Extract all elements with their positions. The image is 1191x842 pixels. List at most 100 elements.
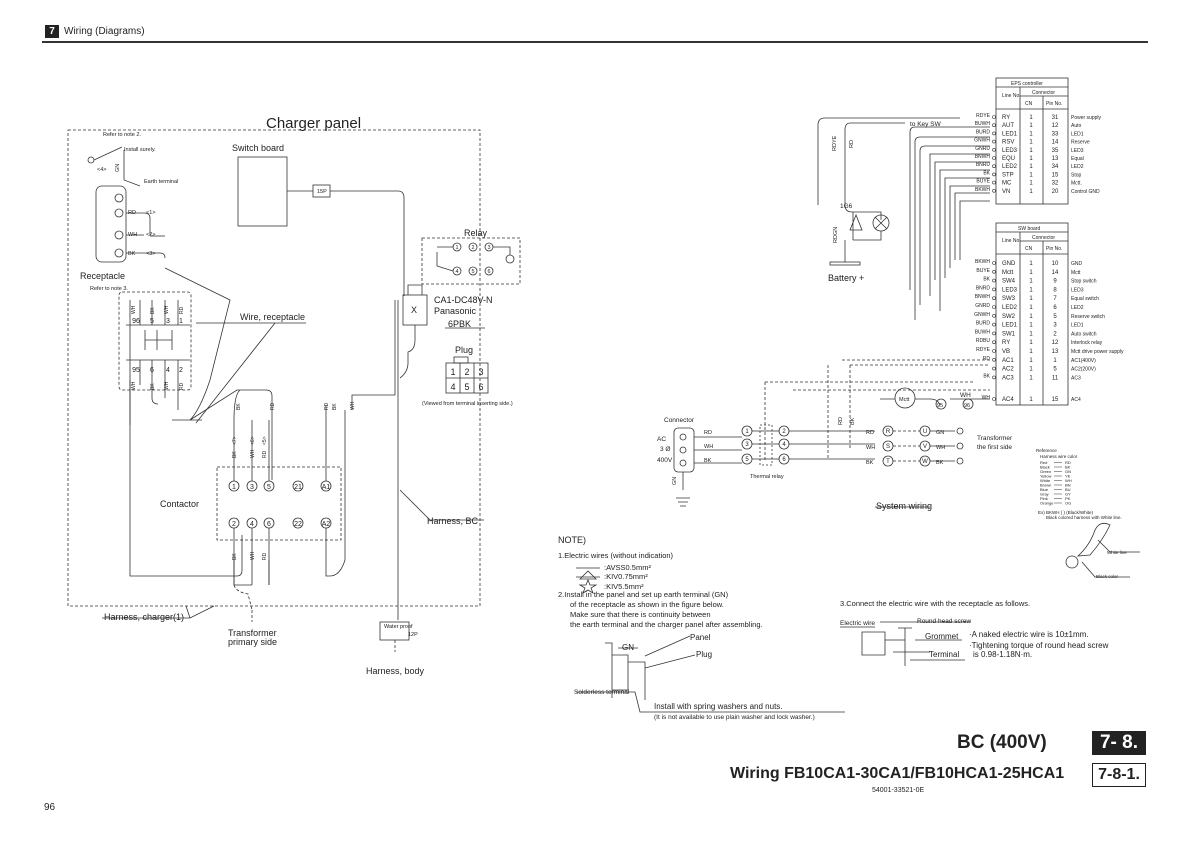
sw-row-terminal <box>992 397 996 401</box>
in-wire-1: RD <box>704 430 712 436</box>
sw-row-pin: 11 <box>1052 375 1059 381</box>
sw-row-terminal <box>992 305 996 309</box>
eps-row-pin: 35 <box>1052 148 1059 154</box>
uvw-u: U <box>923 429 927 435</box>
relay-pin-6: 6 <box>487 269 490 275</box>
fig3-text-3: is 0.98-1.18N·m. <box>973 650 1032 659</box>
sw-row-terminal <box>992 375 996 380</box>
cont-code-1: <7> <box>232 436 238 445</box>
eps-row-terminal <box>992 115 996 119</box>
ac-label: AC <box>657 436 666 443</box>
sw-row-line: LED2 <box>1002 305 1018 311</box>
wire-receptacle-label: Wire, receptacle <box>240 312 305 322</box>
sw-row-func: GND <box>1071 261 1083 267</box>
fig3-grommet: Grommet <box>925 632 959 641</box>
subsection-number: 7-8-1. <box>1092 763 1146 787</box>
eps-col-pin: Pin No. <box>1046 101 1062 107</box>
sw-row-cn: 1 <box>1029 261 1033 267</box>
reference-color-name: Blue <box>1040 487 1049 492</box>
note-item2-4: the earth terminal and the charger panel… <box>570 620 763 629</box>
sw-row-wire: BK <box>983 277 990 283</box>
cont-code-3: <5> <box>262 436 268 445</box>
cont-top-3: 3 <box>250 484 254 491</box>
eps-row-terminal <box>992 172 996 177</box>
sw-row-wire: BK <box>983 373 990 379</box>
relay-maker: Panasonic <box>434 306 477 316</box>
sw-row-func: AC4 <box>1071 397 1081 403</box>
fig2-panel: Panel <box>690 633 711 642</box>
sw-row-line: AC2 <box>1002 367 1014 373</box>
plug-note: (Viewed from terminal inserting side.) <box>422 401 513 407</box>
plug-pin-2: 2 <box>464 367 469 377</box>
sw-row-wire: GNRD <box>975 303 990 309</box>
eps-row-func: LED2 <box>1071 164 1084 170</box>
fig3-electric-wire: Electric wire <box>840 620 875 627</box>
sw-row-cn: 1 <box>1029 367 1033 373</box>
eps-row-terminal <box>992 139 996 144</box>
rst-t: T <box>886 459 890 465</box>
fig2-washers: Install with spring washers and nuts. <box>654 702 783 711</box>
side-wire-4: BK <box>332 403 338 410</box>
reference-color-code: BK <box>1065 465 1071 470</box>
earth-code: <4> <box>97 167 106 173</box>
bk-vert: BK <box>850 417 856 425</box>
eps-row-line: LED2 <box>1002 164 1018 170</box>
eps-row-func: Stop <box>1071 172 1082 178</box>
switch-board-label: Switch board <box>232 143 284 153</box>
sw-row-wire: BNRD <box>976 285 991 291</box>
sw-row-pin: 13 <box>1052 349 1059 355</box>
cont-bot-2: 2 <box>232 521 236 528</box>
rec-term-6: 6 <box>150 367 154 374</box>
sw-row-func: Auto switch <box>1071 331 1097 337</box>
sw-col-pin: Pin No. <box>1046 246 1062 252</box>
install-surely: Install surely. <box>124 147 156 153</box>
out-wire-1: RD <box>866 430 874 436</box>
eps-row-wire: BNWH <box>975 154 991 160</box>
cont-wire-bot-3: RD <box>262 552 268 560</box>
relay-pin-1: 1 <box>455 245 458 251</box>
sw-row-terminal <box>992 261 996 265</box>
eps-row-pin: 32 <box>1052 181 1059 187</box>
eps-row-line: MC <box>1002 181 1012 187</box>
voltage-label: 400V <box>657 457 673 464</box>
eps-row-cn: 1 <box>1029 123 1033 129</box>
eps-row-cn: 1 <box>1029 164 1033 170</box>
reference-color-code: OG <box>1065 501 1071 506</box>
sw-row-terminal <box>992 357 996 362</box>
cont-top-a1: A1 <box>322 484 331 491</box>
sw-row-cn: 1 <box>1029 331 1033 337</box>
plug-pin-3: 3 <box>478 367 483 377</box>
sw-row-pin: 8 <box>1053 287 1057 293</box>
eps-row-wire: GNWH <box>974 138 990 144</box>
transformer-label-1: Transformer <box>977 435 1013 442</box>
subsection-title: Wiring FB10CA1-30CA1/FB10HCA1-25HCA1 <box>730 765 1065 782</box>
uvw-wire-2: WH <box>936 445 945 451</box>
sw-row-line: Mctt <box>1002 270 1014 276</box>
receptacle-wire-1: RD <box>128 210 136 216</box>
eps-row-func: Auto <box>1071 123 1082 129</box>
eps-row-line: STP <box>1002 172 1014 178</box>
reference-color-code: PK <box>1065 496 1071 501</box>
black-color-label: Black color <box>1096 574 1119 579</box>
note-legend-3: :KIV5.5mm² <box>604 582 644 591</box>
eps-row-wire: BKWH <box>975 187 990 193</box>
relay-plug: 6PBK <box>448 319 471 329</box>
eps-row-func: Power supply <box>1071 115 1102 121</box>
sw-row-terminal <box>992 322 996 327</box>
cont-wire-top-3: RD <box>262 450 268 458</box>
reference-color-code: BN <box>1065 483 1071 488</box>
sw-col-cn: CN <box>1025 246 1033 252</box>
system-wiring-title: System wiring <box>876 501 932 511</box>
sw-row-line: GND <box>1002 261 1016 267</box>
phase-label: 3 Ø <box>660 446 670 453</box>
cont-top-21: 21 <box>294 484 302 491</box>
note-item2-2: of the receptacle as shown in the figure… <box>570 600 724 609</box>
charger-panel-title: Charger panel <box>266 115 361 132</box>
section-number: 7- 8. <box>1092 731 1146 755</box>
water-proof-conn: 12P <box>408 632 418 638</box>
sw-col-connector: Connector <box>1032 235 1055 241</box>
eps-row-func: Mctt. <box>1071 181 1082 187</box>
sw-row-pin: 5 <box>1053 314 1057 320</box>
eps-row-pin: 14 <box>1052 140 1059 146</box>
